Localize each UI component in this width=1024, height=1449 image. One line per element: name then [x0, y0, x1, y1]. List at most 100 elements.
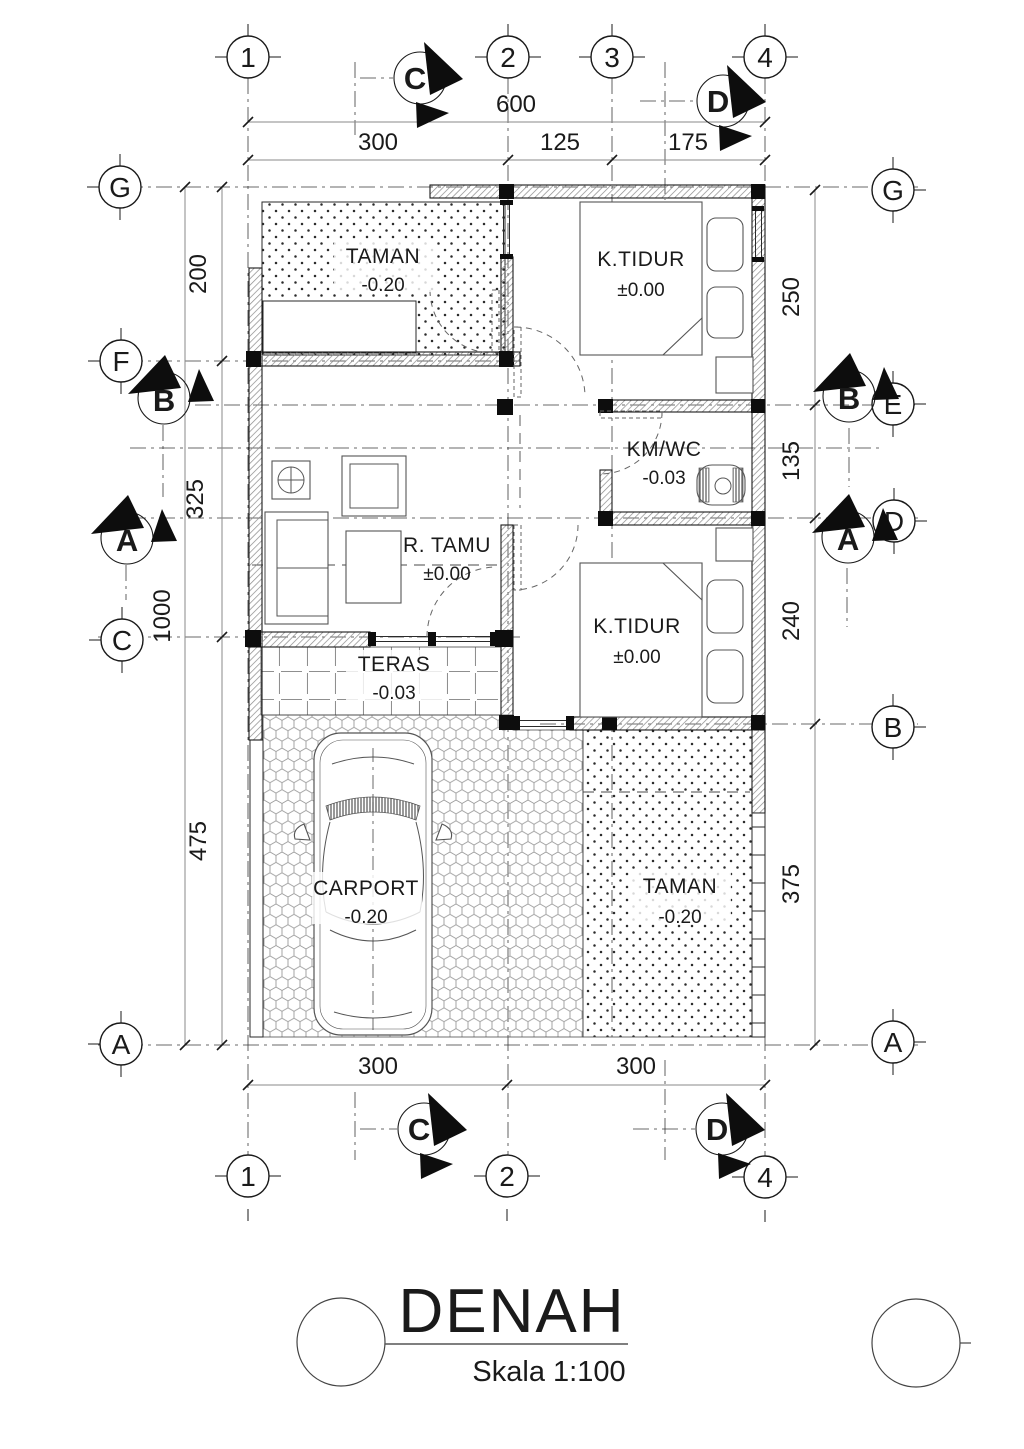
svg-text:±0.00: ±0.00: [617, 280, 664, 301]
dim-top-overall: 600: [496, 91, 536, 118]
svg-text:K.TIDUR: K.TIDUR: [597, 248, 685, 271]
dim-left-seg2: 325: [182, 479, 209, 519]
living-room-set: [264, 455, 407, 625]
grid-bubble-A-left: A: [88, 1011, 143, 1077]
dim-right-seg4: 375: [778, 864, 805, 904]
dim-right-seg2: 135: [778, 441, 805, 481]
section-marker-D-top: D: [696, 65, 766, 151]
svg-text:B: B: [838, 381, 860, 416]
bed-top: [579, 201, 754, 394]
dim-top-seg2: 125: [540, 129, 580, 156]
dim-left-seg1: 200: [185, 254, 212, 294]
section-marker-C-top: C: [393, 42, 463, 128]
svg-text:4: 4: [757, 1162, 773, 1193]
svg-text:A: A: [837, 522, 859, 557]
door-bedroom-bottom: [512, 524, 579, 591]
dimension-lines: [179, 116, 821, 1091]
grid-bubble-2-top: 2: [475, 24, 541, 79]
grid-bubble-C-left: C: [89, 607, 144, 673]
windows: [368, 200, 764, 730]
dim-bottom-seg2: 300: [616, 1053, 656, 1080]
section-marker-D-bottom: D: [695, 1093, 765, 1179]
label-teras: TERAS -0.03: [346, 650, 442, 704]
section-markers: C D C D B A B: [91, 42, 899, 1179]
label-rtamu: R. TAMU ±0.00: [403, 534, 491, 585]
dim-right-seg3: 240: [778, 601, 805, 641]
svg-text:-0.03: -0.03: [372, 683, 415, 704]
svg-text:CARPORT: CARPORT: [313, 877, 419, 900]
drawing-scale: Skala 1:100: [472, 1356, 625, 1388]
title-circle-right: [871, 1298, 961, 1388]
svg-text:F: F: [112, 346, 129, 377]
window-bedroom-top-west: [500, 200, 513, 259]
svg-text:KM/WC: KM/WC: [627, 438, 702, 461]
door-bedroom-top: [513, 326, 586, 398]
label-taman-bottom: TAMAN -0.20: [631, 870, 731, 928]
label-taman-top: TAMAN -0.20: [334, 240, 434, 296]
svg-text:G: G: [109, 172, 131, 203]
grid-bubble-3-top: 3: [579, 24, 645, 79]
label-ktidur-bottom: K.TIDUR ±0.00: [593, 615, 681, 668]
window-bedroom-bottom-south: [512, 716, 574, 730]
section-marker-C-bottom: C: [397, 1093, 467, 1179]
title-block: DENAH Skala 1:100: [296, 1277, 971, 1388]
svg-text:B: B: [153, 383, 175, 418]
label-carport: CARPORT -0.20: [312, 872, 422, 928]
window-bedroom-top-east: [752, 206, 764, 262]
grid-bubble-1-top: 1: [215, 24, 281, 79]
door-main-entrance: [426, 566, 498, 638]
svg-text:3: 3: [604, 42, 620, 73]
grid-bubble-1-bottom: 1: [215, 1154, 281, 1221]
room-labels: TAMAN -0.20 K.TIDUR ±0.00 KM/WC -0.03 R.…: [312, 240, 731, 928]
title-circle-left: [296, 1297, 386, 1387]
label-ktidur-top: K.TIDUR ±0.00: [597, 248, 685, 301]
grid-bubble-4-top: 4: [732, 24, 798, 79]
section-marker-B-left: B: [128, 355, 214, 425]
grid-bubble-4-bottom: 4: [732, 1155, 798, 1222]
svg-text:B: B: [884, 712, 903, 743]
svg-text:C: C: [112, 625, 132, 656]
svg-text:-0.20: -0.20: [361, 275, 404, 296]
svg-text:TERAS: TERAS: [358, 653, 431, 676]
svg-text:A: A: [112, 1029, 131, 1060]
bed-bottom: [579, 527, 754, 718]
carport-west-kerb: [249, 739, 264, 1038]
dim-left-seg3: 475: [185, 821, 212, 861]
dim-right-seg1: 250: [778, 277, 805, 317]
svg-text:TAMAN: TAMAN: [643, 875, 717, 898]
svg-text:±0.00: ±0.00: [423, 564, 470, 585]
section-marker-A-right: A: [812, 494, 898, 564]
svg-text:-0.20: -0.20: [658, 907, 701, 928]
grid-bubble-A-right: A: [871, 1009, 926, 1075]
planter-box: [262, 300, 417, 354]
dimension-labels: 600 300 125 175 300 300 1000 200 325 475…: [149, 91, 805, 1080]
dim-top-seg1: 300: [358, 129, 398, 156]
grid-bubble-G-left: G: [87, 154, 142, 220]
dim-left-overall: 1000: [149, 589, 176, 642]
svg-text:1: 1: [240, 42, 256, 73]
grid-bubble-2-bottom: 2: [474, 1154, 540, 1221]
svg-text:1: 1: [240, 1161, 256, 1192]
svg-text:K.TIDUR: K.TIDUR: [593, 615, 681, 638]
svg-text:4: 4: [757, 42, 773, 73]
svg-text:2: 2: [499, 1161, 515, 1192]
label-kmwc: KM/WC -0.03: [627, 438, 702, 489]
svg-text:C: C: [404, 61, 426, 96]
side-fence: [751, 812, 766, 1038]
svg-text:TAMAN: TAMAN: [346, 245, 420, 268]
window-living-south: [368, 632, 498, 646]
svg-text:-0.20: -0.20: [344, 907, 387, 928]
walls: [245, 184, 766, 1038]
section-marker-A-left: A: [91, 495, 177, 565]
door-garden-top: [429, 289, 500, 354]
svg-text:R. TAMU: R. TAMU: [403, 534, 491, 557]
dim-top-seg3: 175: [668, 129, 708, 156]
drawing-title: DENAH: [398, 1277, 625, 1346]
toilet: [696, 464, 746, 506]
svg-text:A: A: [116, 523, 138, 558]
section-marker-B-right: B: [813, 353, 899, 423]
grid-bubble-G-right: G: [871, 157, 926, 223]
grid-bubble-F-left: F: [88, 328, 143, 394]
